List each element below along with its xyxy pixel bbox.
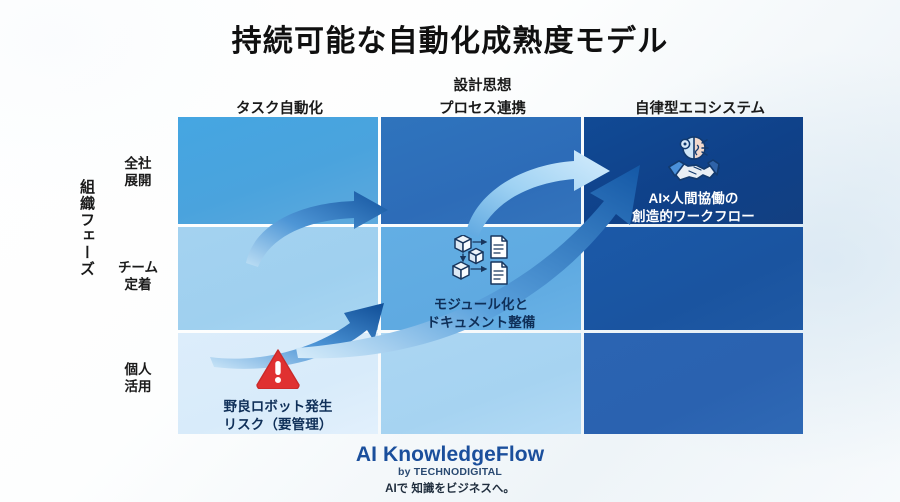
ai-human-handshake-icon (584, 131, 803, 186)
row-header-company-wide-line2: 展開 (124, 172, 152, 188)
cell-collab-line2: 創造的ワークフロー (632, 209, 755, 225)
row-header-team-adoption-line1: チーム (117, 260, 159, 275)
cell-module-line1: モジュール化と (433, 297, 529, 312)
matrix-cell-r0c0[interactable] (178, 117, 378, 224)
column-header-process-integration: プロセス連携 (439, 101, 526, 117)
cell-risk-line2: リスク（要管理） (223, 417, 333, 433)
column-header-autonomous-ecosystem: 自律型エコシステム (634, 101, 766, 117)
brand-tagline: AIで 知識をビジネスへ。 (385, 483, 515, 495)
matrix-cell-r2c2[interactable] (584, 333, 803, 434)
cell-collab-line1: AI×人間協働の (648, 191, 739, 206)
cell-module-line2: ドキュメント整備 (426, 315, 536, 331)
x-axis-title: 設計思想 (453, 78, 512, 94)
brand-name: AI KnowledgeFlow (355, 443, 545, 466)
row-header-company-wide-line1: 全社 (124, 156, 152, 171)
row-header-team-adoption-line2: 定着 (124, 276, 152, 292)
row-header-individual-use-line2: 活用 (124, 378, 152, 394)
brand-byline: by TECHNODIGITAL (397, 466, 503, 478)
cell-risk-line1: 野良ロボット発生 (223, 399, 333, 414)
matrix-cell-r0c1[interactable] (381, 117, 581, 224)
column-header-task-automation: タスク自動化 (236, 101, 323, 117)
modules-documents-icon (381, 234, 581, 292)
maturity-matrix: AI×人間協働の 創造的ワークフロー (178, 117, 803, 434)
row-header-team-adoption: チーム 定着 (106, 260, 170, 294)
row-header-individual-use: 個人 活用 (106, 362, 170, 396)
matrix-cell-r1c2[interactable] (584, 227, 803, 330)
row-header-individual-use-line1: 個人 (124, 362, 152, 377)
matrix-cell-r1c0[interactable] (178, 227, 378, 330)
page-title: 持続可能な自動化成熟度モデル (231, 25, 669, 58)
matrix-cell-r0c2[interactable]: AI×人間協働の 創造的ワークフロー (584, 117, 803, 224)
matrix-cell-r2c1[interactable] (381, 333, 581, 434)
y-axis-title: 組織フェーズ (78, 178, 95, 278)
matrix-cell-r2c0[interactable]: 野良ロボット発生 リスク（要管理） (178, 333, 378, 434)
row-header-company-wide: 全社 展開 (106, 156, 170, 190)
warning-triangle-icon (178, 347, 378, 394)
matrix-cell-r1c1[interactable]: モジュール化と ドキュメント整備 (381, 227, 581, 330)
